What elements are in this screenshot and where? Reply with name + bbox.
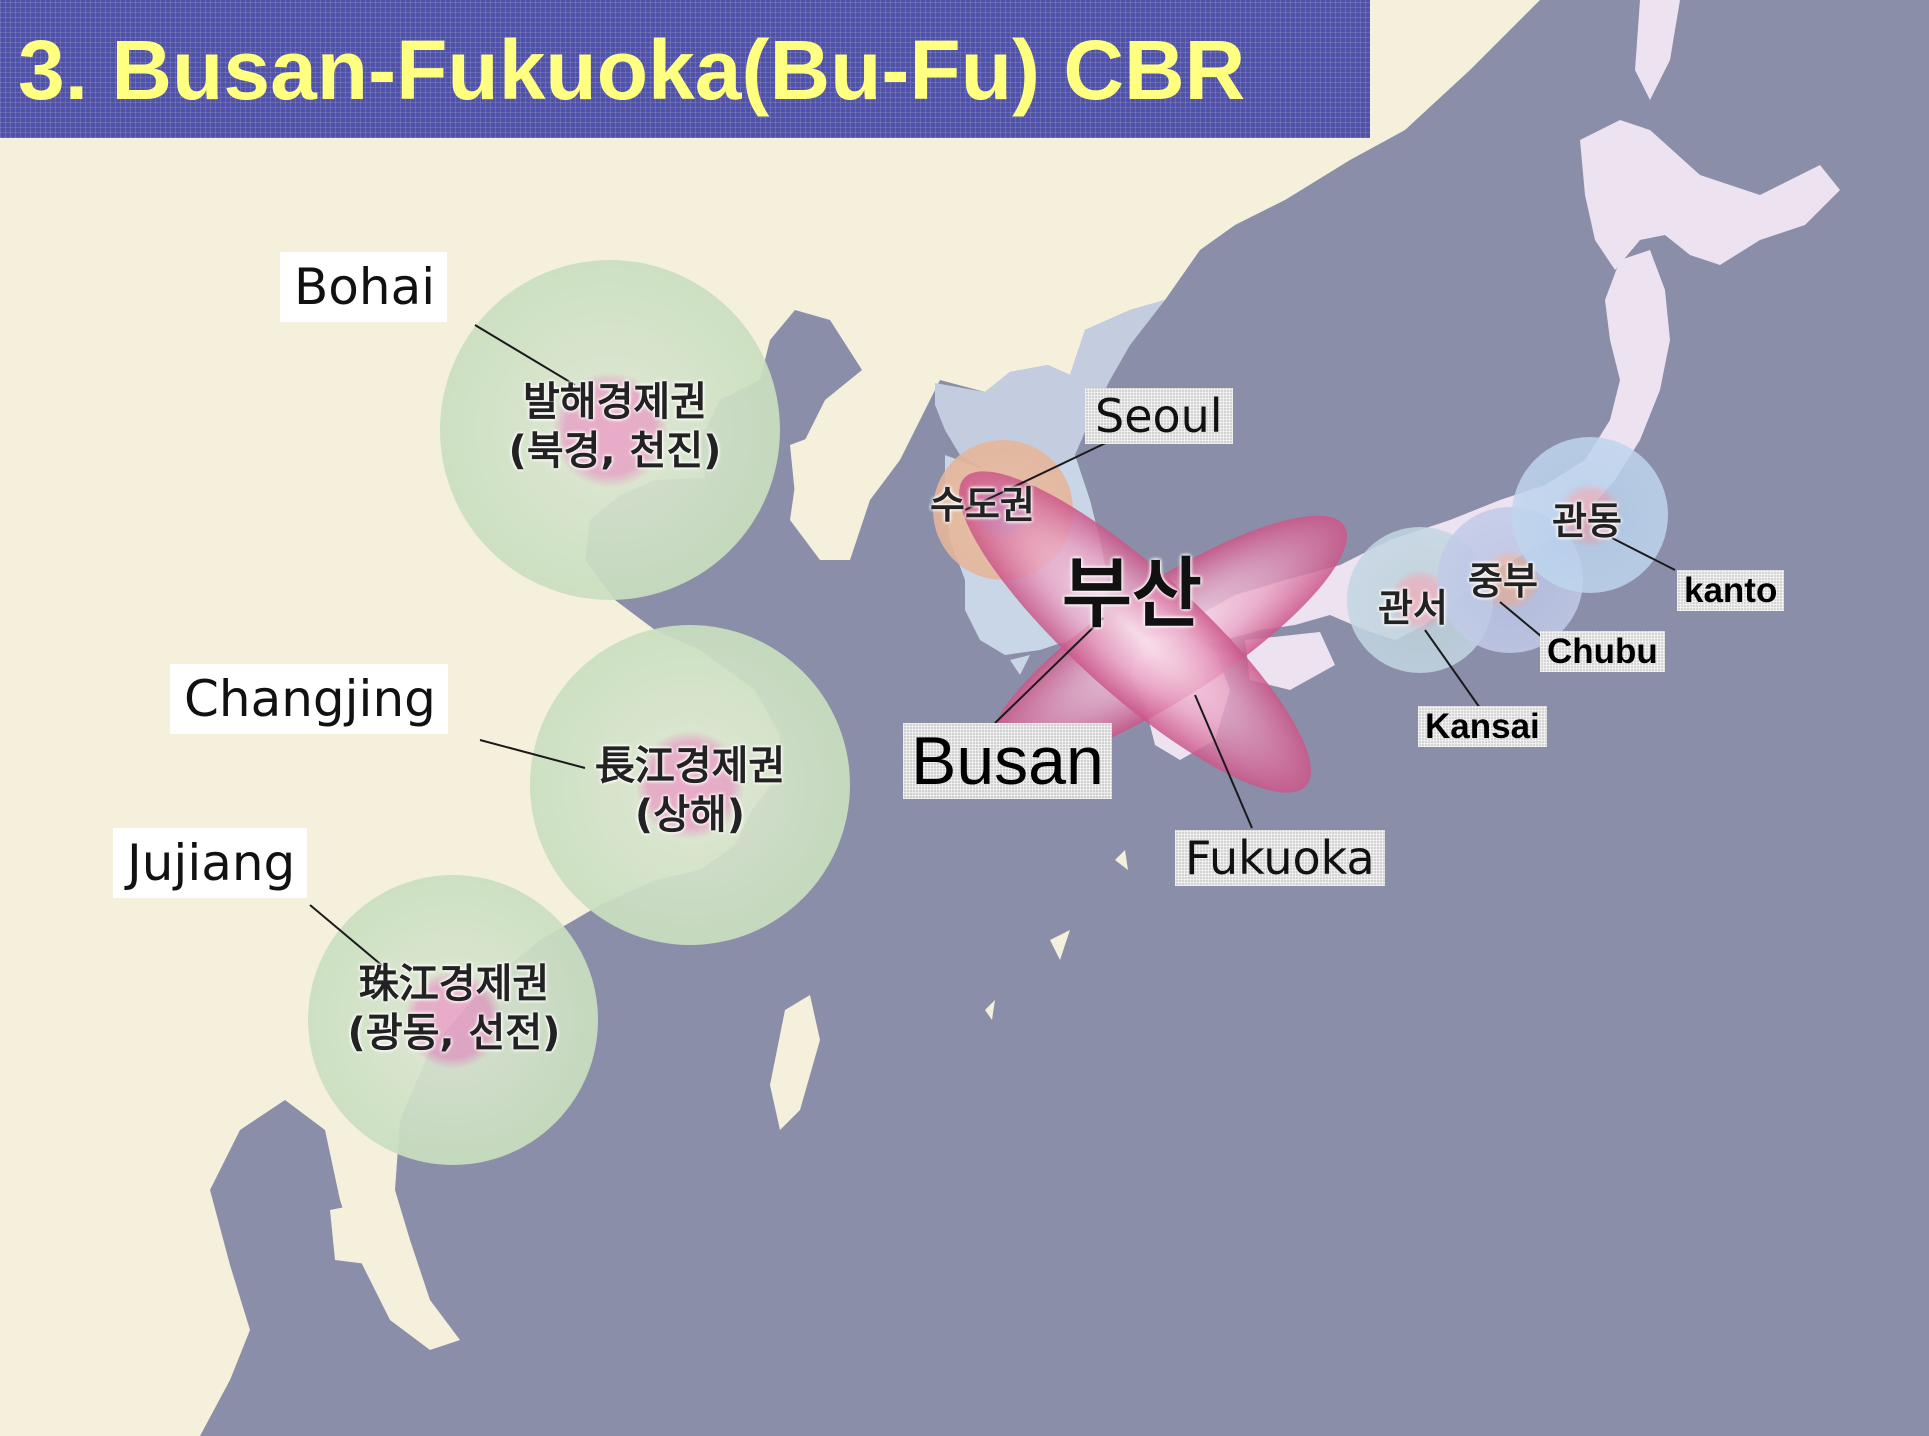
hokkaido [1580, 120, 1840, 270]
bohai-korean-line1: 발해경제권 [523, 379, 707, 425]
seoul-label: Seoul [1085, 388, 1233, 444]
bohai-zone [440, 260, 780, 600]
shandong [790, 430, 860, 520]
sakhalin [1635, 0, 1680, 100]
jujiang-leader [309, 904, 386, 969]
kanto-zone [1512, 437, 1668, 593]
chubu-label: Chubu [1540, 631, 1665, 672]
busan-label: Busan [903, 723, 1112, 799]
zhujiang-korean-line2: (광동, 선전) [347, 1009, 561, 1056]
changjiang-korean-label: 長江경제권 (상해) [570, 742, 810, 840]
title-banner: 3. Busan-Fukuoka(Bu-Fu) CBR [0, 0, 1370, 138]
islet [985, 1000, 995, 1020]
jujiang-label: Jujiang [113, 828, 308, 898]
zhujiang-korean-line1: 珠江경제권 [358, 961, 550, 1007]
bohai-label: Bohai [280, 252, 448, 322]
leader-lines [309, 324, 1676, 969]
busan-korean-label: 부산 [1062, 549, 1202, 638]
busan-ellipse-ne-sw [959, 471, 1311, 793]
changjing-leader [479, 739, 586, 769]
islet [1010, 655, 1030, 675]
bohai-korean-label: 발해경제권 (북경, 천진) [495, 378, 735, 476]
chubu-korean-label: 중부 [1468, 559, 1538, 603]
seoul-leader [964, 439, 1113, 511]
changjiang-korean-line2: (상해) [634, 791, 746, 838]
north-korea [935, 300, 1165, 480]
kanto-leader [1611, 537, 1676, 571]
fukuoka-leader [1194, 694, 1253, 829]
islet [1115, 850, 1128, 870]
capital-korean-label: 수도권 [930, 483, 1035, 527]
zhujiang-zone [308, 875, 598, 1165]
chubu-leader [1499, 601, 1543, 638]
busan-leader [994, 617, 1104, 724]
kansai-korean-label: 관서 [1378, 586, 1448, 630]
taiwan [770, 995, 820, 1130]
bohai-korean-line2: (북경, 천진) [508, 427, 722, 474]
bohai-leader [474, 324, 576, 386]
shikoku [1245, 632, 1335, 690]
changjiang-korean-line1: 長江경제권 [594, 743, 786, 789]
zhujiang-korean-label: 珠江경제권 (광동, 선전) [334, 960, 574, 1058]
kansai-label: Kansai [1418, 706, 1547, 747]
changjiang-zone [530, 625, 850, 945]
hainan [330, 1200, 395, 1265]
fukuoka-label: Fukuoka [1175, 830, 1385, 886]
kansai-leader [1424, 629, 1481, 709]
kanto-label: kanto [1677, 570, 1784, 611]
changjing-label: Changjing [170, 664, 448, 734]
kanto-korean-label: 관동 [1552, 499, 1622, 543]
islet [1050, 930, 1070, 960]
slide-title: 3. Busan-Fukuoka(Bu-Fu) CBR [18, 23, 1246, 117]
